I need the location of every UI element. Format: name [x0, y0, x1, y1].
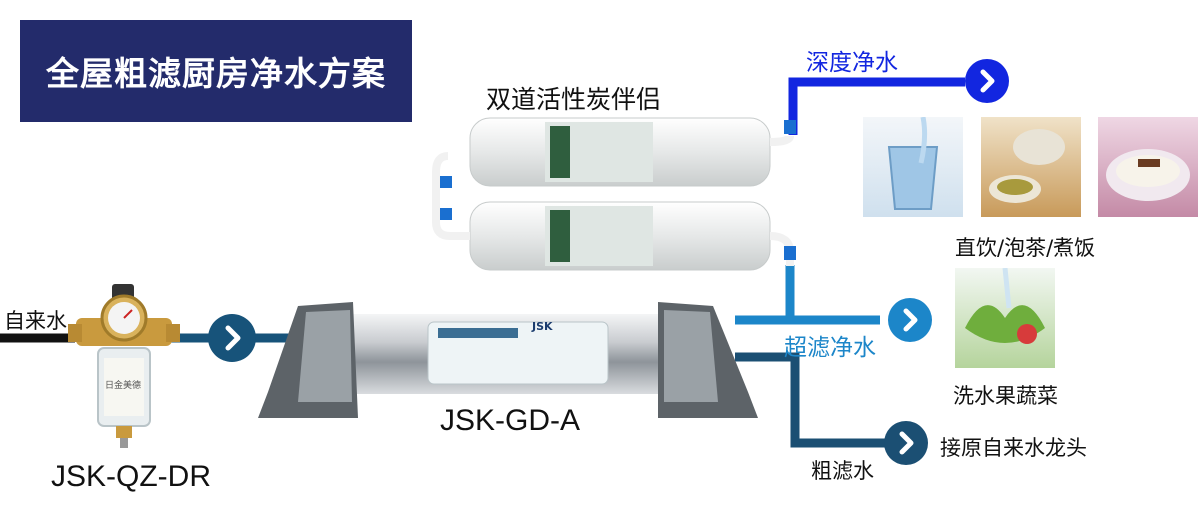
rice-bowl-illustration	[1106, 149, 1190, 201]
ultrafilter-model: JSK-GD-A	[440, 404, 581, 437]
chevron-right-icon	[980, 69, 995, 93]
inlet-label: 自来水	[4, 309, 67, 333]
ultra-pipe	[735, 265, 880, 325]
coarse-output-use: 接原自来水龙头	[940, 436, 1087, 460]
vegetables-illustration	[965, 268, 1045, 344]
coarse-flow-arrow	[884, 421, 928, 465]
coarse-output-label: 粗滤水	[811, 459, 874, 483]
prefilter-brand: 日金美德	[105, 381, 142, 391]
page-title: 全屋粗滤厨房净水方案	[20, 20, 412, 122]
deep-pipe	[788, 77, 965, 135]
ultrafilter-device: JSK	[258, 292, 758, 422]
coarse-pipe	[735, 352, 885, 448]
prefilter-model: JSK-QZ-DR	[51, 460, 211, 493]
vegetables-photo	[955, 268, 1055, 368]
ultra-flow-arrow	[888, 298, 932, 342]
ultra-output-use: 洗水果蔬菜	[953, 384, 1058, 408]
drinking-water-photo	[863, 117, 963, 217]
deep-flow-arrow	[965, 59, 1009, 103]
prefilter-illustration	[68, 284, 180, 448]
tea-cup-illustration	[989, 129, 1065, 203]
deep-output-use: 直饮/泡茶/煮饭	[955, 236, 1096, 260]
rice-photo	[1098, 117, 1198, 217]
prefilter-device: 日金美德	[68, 282, 180, 452]
water-glass-illustration	[887, 117, 939, 210]
carbon-illustration	[432, 117, 796, 271]
carbon-name: 双道活性炭伴侣	[486, 85, 662, 114]
ultrafilter-badge: JSK	[532, 320, 553, 333]
chevron-right-icon	[899, 431, 914, 455]
tea-photo	[981, 117, 1081, 217]
carbon-filters	[430, 112, 800, 272]
deep-output-label: 深度净水	[806, 50, 898, 76]
chevron-right-icon	[903, 308, 918, 332]
main-flow-arrow	[208, 314, 256, 362]
ultrafilter-illustration	[258, 302, 758, 418]
chevron-right-icon	[225, 325, 241, 351]
ultra-output-label: 超滤净水	[784, 335, 876, 361]
